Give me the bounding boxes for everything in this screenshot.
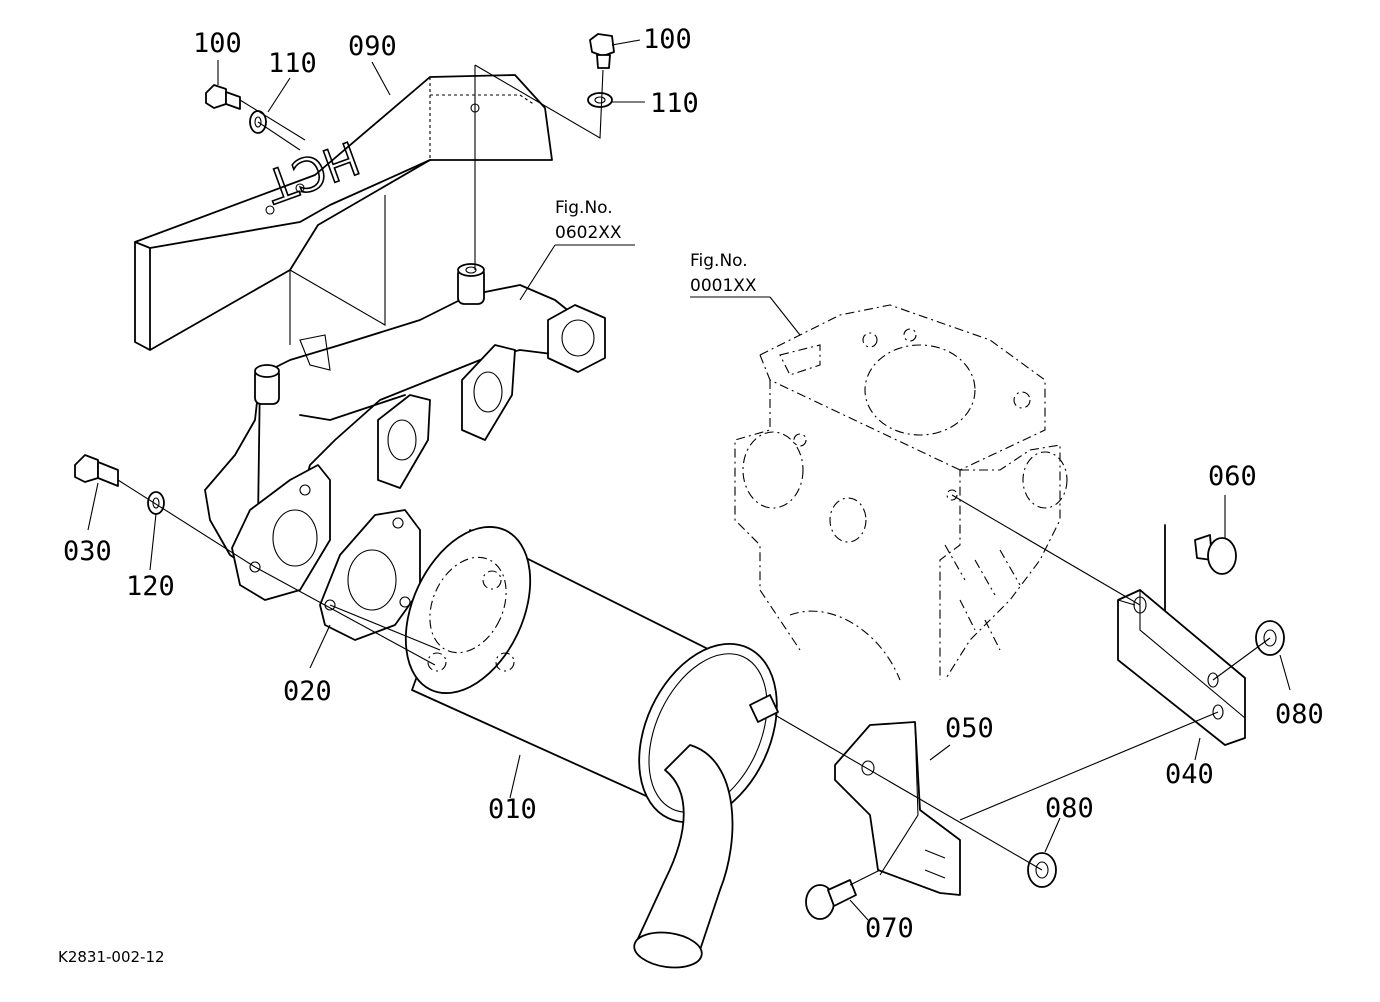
lock-washer-110-right[interactable] [587,92,613,108]
label-110-right[interactable]: 110 [650,88,699,119]
bolt-070[interactable] [805,879,857,920]
label-030[interactable]: 030 [63,536,112,567]
label-060[interactable]: 060 [1208,461,1257,492]
muffler-bracket-front[interactable] [834,721,961,896]
fig-ref-number: 0602XX [555,223,622,243]
label-110-left[interactable]: 110 [268,48,317,79]
label-100-right[interactable]: 100 [643,24,692,55]
label-070[interactable]: 070 [865,913,914,944]
bolt-030[interactable] [74,454,119,487]
fig-ref-title: Fig.No. [555,198,613,218]
muffler-gasket[interactable] [319,509,421,641]
label-020[interactable]: 020 [283,676,332,707]
bolt-100-right[interactable] [589,33,615,69]
fig-ref-title: Fig.No. [690,251,748,271]
assembly-lines [117,64,1271,886]
bolt-060[interactable] [1194,534,1237,575]
label-100-left[interactable]: 100 [193,28,242,59]
label-120[interactable]: 120 [126,571,175,602]
diagram-code: K2831-002-12 [58,948,165,966]
muffler[interactable] [381,507,804,972]
figure-reference-manifold[interactable]: Fig.No. 0602XX [555,198,622,243]
engine-block [734,304,1068,681]
label-050[interactable]: 050 [945,713,994,744]
washer-120[interactable] [147,491,165,515]
leader-lines [87,39,1291,921]
part-labels: 100 110 090 100 110 030 120 020 010 060 … [63,24,1324,944]
label-080-bottom[interactable]: 080 [1045,793,1094,824]
label-010[interactable]: 010 [488,794,537,825]
fig-ref-number: 0001XX [690,276,757,296]
figure-reference-engine[interactable]: Fig.No. 0001XX [690,251,757,296]
bolt-100-left[interactable] [205,84,241,110]
label-090[interactable]: 090 [348,31,397,62]
label-040[interactable]: 040 [1165,759,1214,790]
exhaust-manifold [204,263,606,601]
muffler-bracket-rear[interactable] [1117,524,1246,746]
label-080-right[interactable]: 080 [1275,699,1324,730]
